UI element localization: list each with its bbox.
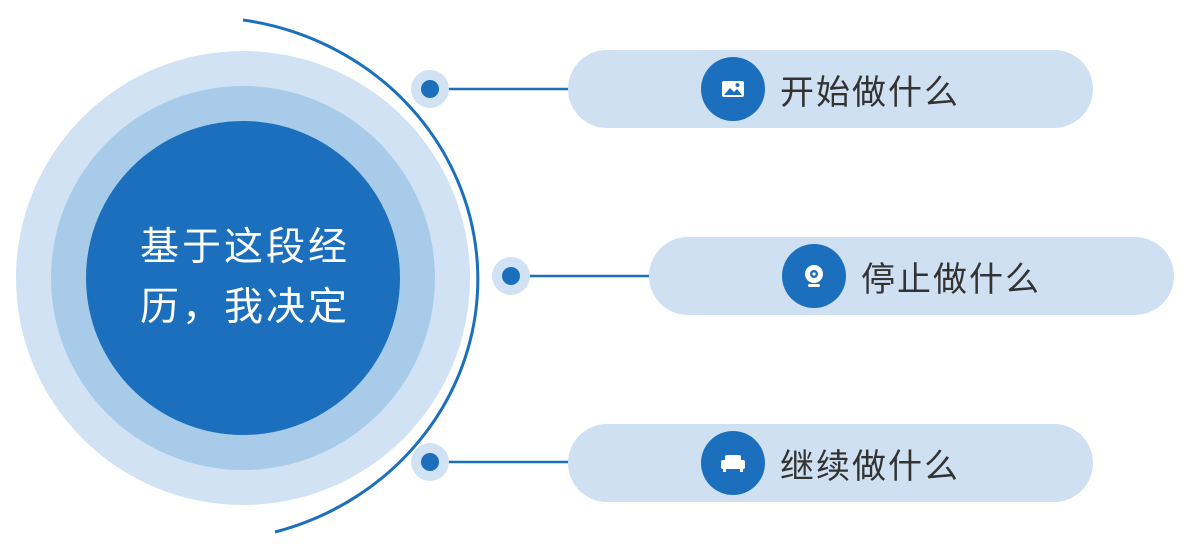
center-title-line-2: 历，我决定: [139, 285, 350, 330]
node-dot-3: [421, 453, 439, 471]
center-circle: [86, 121, 400, 435]
item-pill-continue: 继续做什么: [568, 424, 1093, 502]
connector-arc: [242, 18, 480, 534]
item-label-start: 开始做什么: [780, 72, 960, 113]
sofa-icon: [701, 431, 765, 495]
webcam-icon: [782, 244, 846, 308]
node-dot-2: [502, 267, 520, 285]
item-label-continue: 继续做什么: [780, 446, 960, 487]
image-icon: [701, 57, 765, 121]
item-pill-start: 开始做什么: [568, 50, 1093, 128]
center-title: 基于这段经 历，我决定: [95, 218, 395, 338]
item-label-stop: 停止做什么: [861, 259, 1041, 300]
center-title-line-1: 基于这段经: [139, 225, 350, 270]
item-pill-stop: 停止做什么: [649, 237, 1174, 315]
node-dot-1: [421, 80, 439, 98]
